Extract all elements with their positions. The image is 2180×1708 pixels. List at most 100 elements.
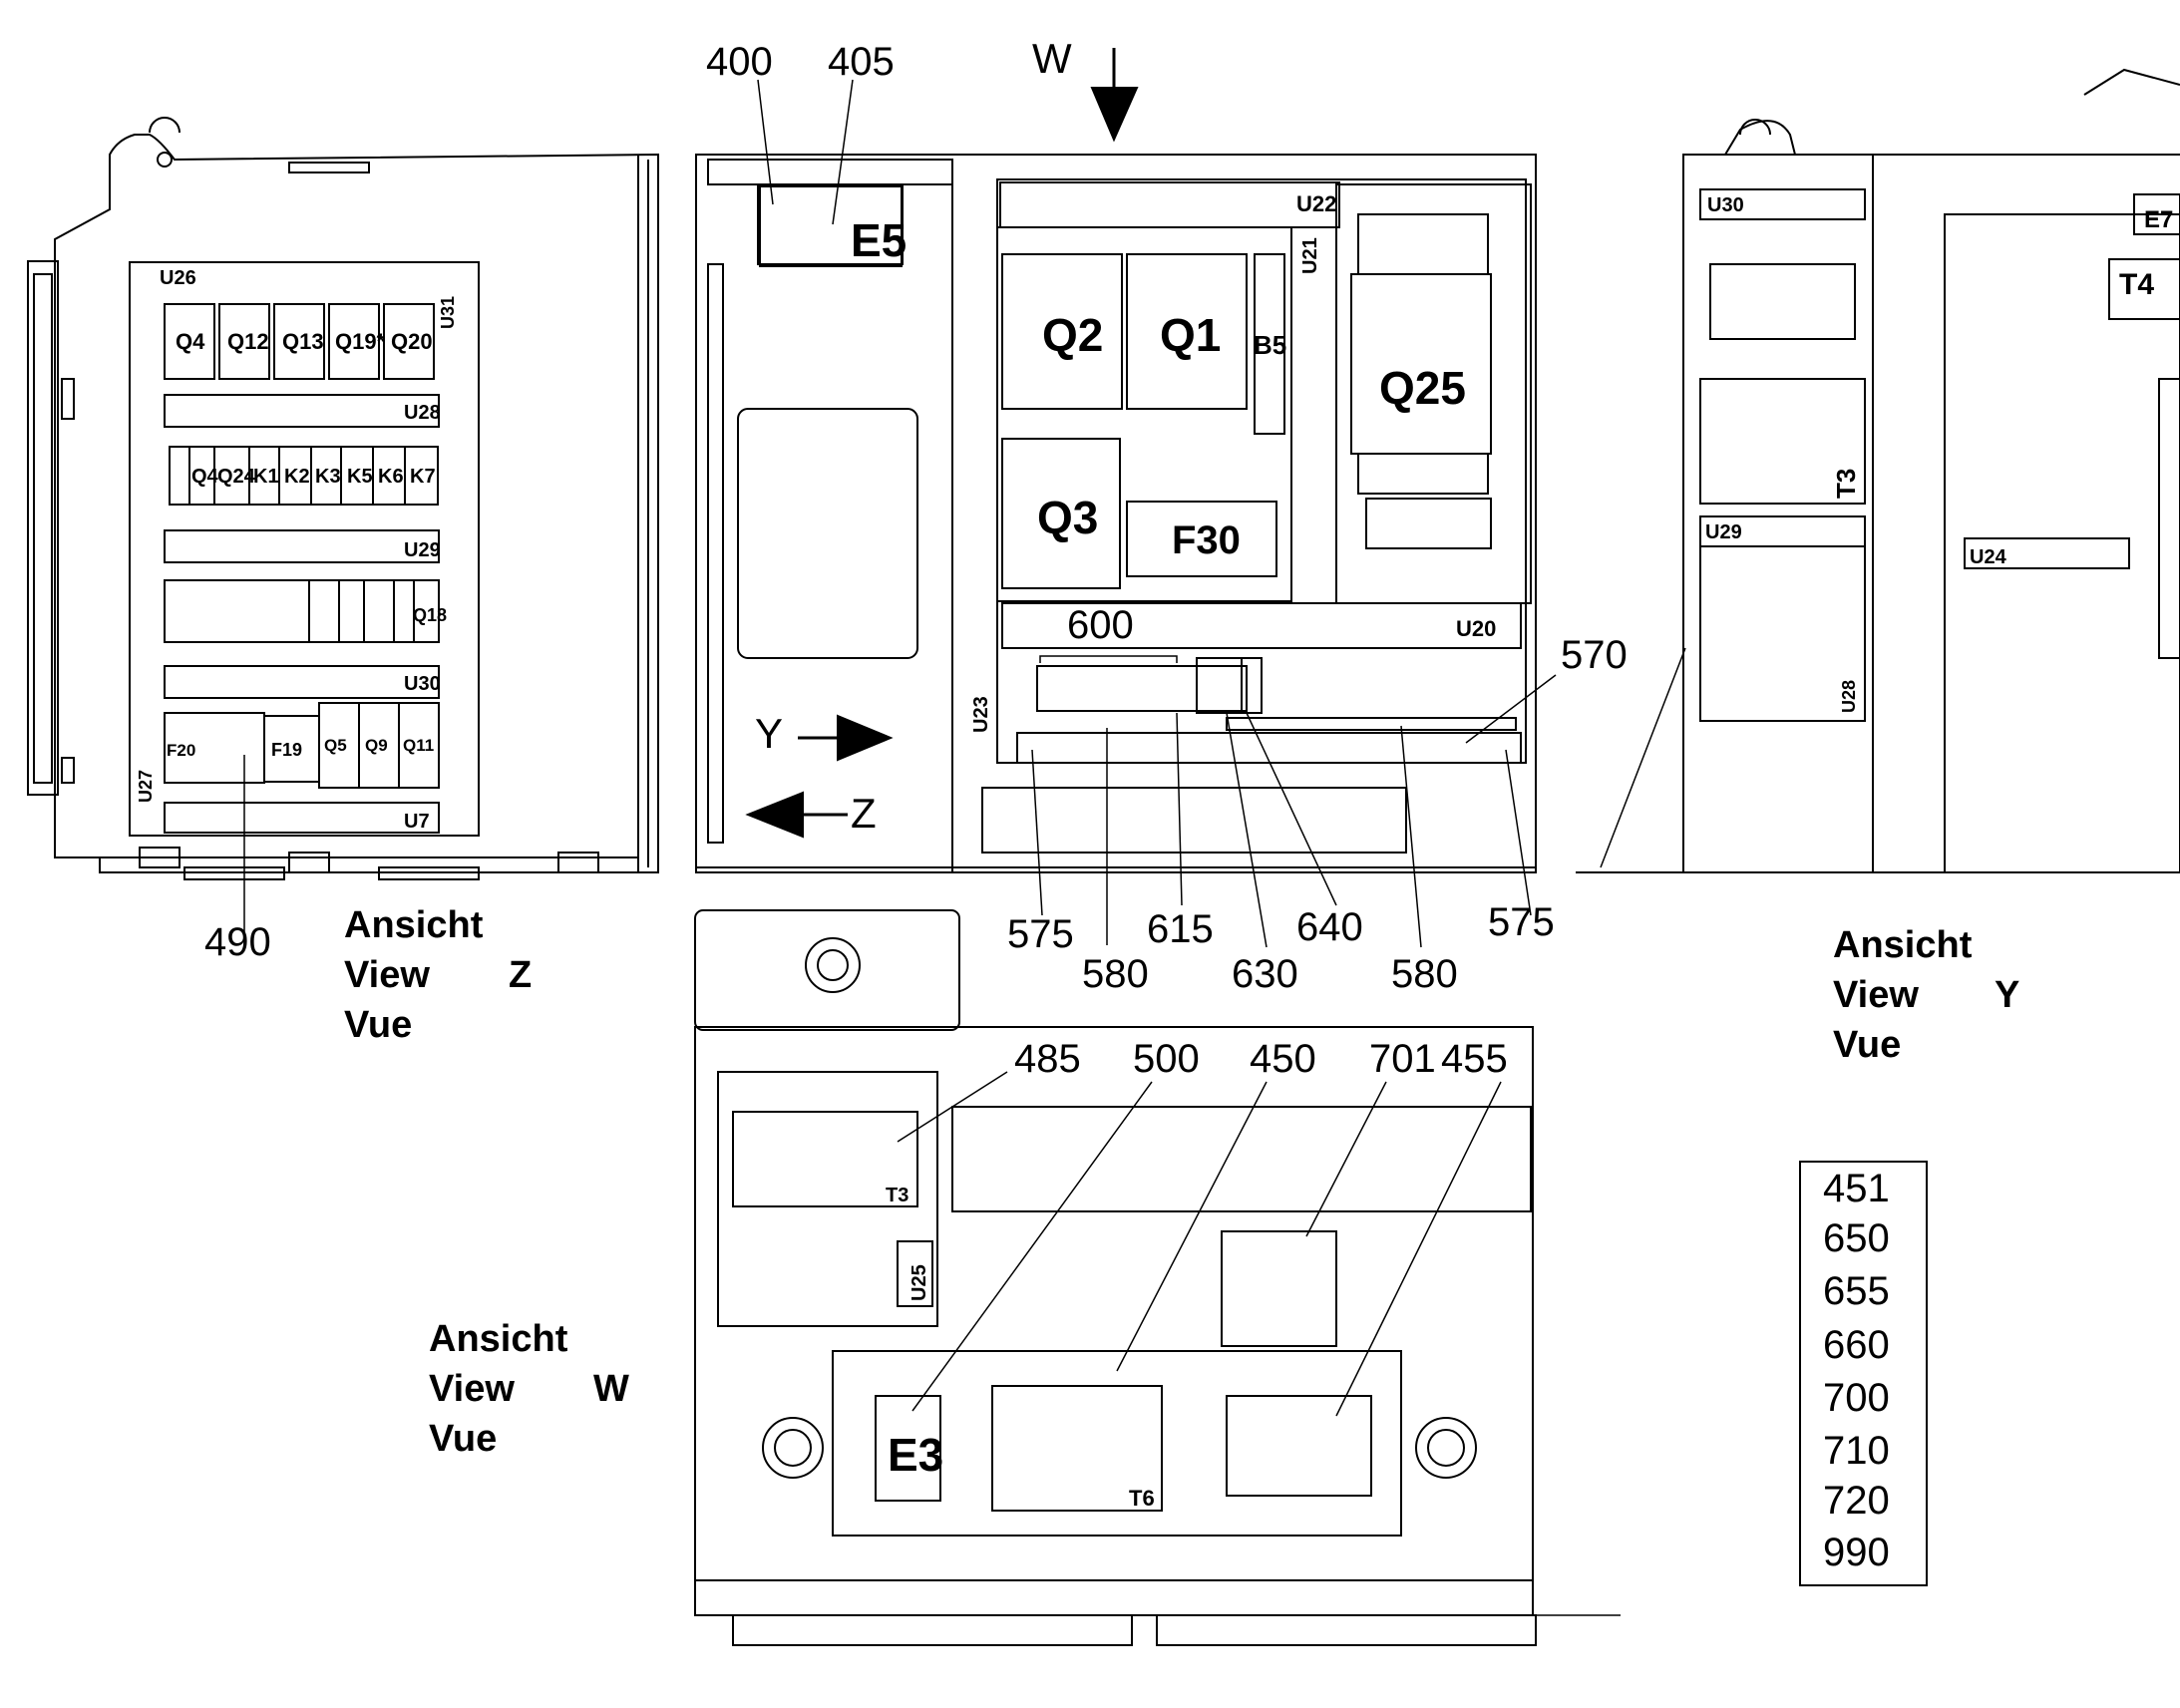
- label-y-t4: T4: [2119, 268, 2154, 301]
- label-k1: K1: [253, 466, 279, 488]
- label-q24: Q24: [217, 466, 256, 488]
- label-q25: Q25: [1379, 362, 1466, 414]
- view-w-letter: W: [593, 1368, 629, 1410]
- label-k5: K5: [347, 466, 373, 488]
- callout-485: 485: [1014, 1037, 1081, 1081]
- label-u23: U23: [970, 696, 992, 733]
- view-w-drawing: [694, 909, 1621, 1646]
- parts-list-item: 660: [1823, 1323, 1890, 1367]
- label-y-u29: U29: [1705, 521, 1742, 543]
- label-w-t6: T6: [1129, 1486, 1155, 1511]
- callout-600: 600: [1067, 603, 1134, 647]
- marker-z: Z: [851, 790, 877, 837]
- label-f19: F19: [271, 740, 302, 760]
- callout-500: 500: [1133, 1037, 1200, 1081]
- main-view-drawing: [695, 48, 1557, 948]
- view-label-w: Ansicht View W Vue: [429, 1318, 629, 1460]
- view-z-line2: View: [344, 954, 430, 996]
- label-w-t3: T3: [886, 1185, 908, 1206]
- label-e5: E5: [851, 214, 907, 266]
- parts-list-item: 655: [1823, 1269, 1890, 1313]
- parts-list-item: 650: [1823, 1216, 1890, 1260]
- marker-y: Y: [755, 710, 783, 757]
- label-u28: U28: [404, 402, 441, 424]
- callout-630: 630: [1232, 952, 1298, 996]
- view-w-components: T3 U25 E3 T6: [886, 1185, 1155, 1511]
- label-y-t3: T3: [1831, 469, 1861, 499]
- view-w-line1: Ansicht: [429, 1318, 568, 1360]
- label-q20: Q20: [391, 329, 433, 354]
- parts-list: 451 650 655 660 700 710 720 990: [1823, 1167, 1890, 1574]
- label-u7: U7: [404, 811, 430, 833]
- view-z-letter: Z: [509, 954, 532, 996]
- view-y-line1: Ansicht: [1833, 924, 1973, 966]
- direction-markers: W Y Z: [755, 35, 1072, 837]
- callout-580-left: 580: [1082, 952, 1149, 996]
- callout-575-right: 575: [1488, 900, 1555, 944]
- label-u26: U26: [160, 267, 196, 289]
- label-u21: U21: [1299, 237, 1321, 274]
- callout-580-right: 580: [1391, 952, 1458, 996]
- label-b5: B5: [1254, 330, 1286, 360]
- callout-450: 450: [1250, 1037, 1316, 1081]
- callout-455: 455: [1441, 1037, 1508, 1081]
- label-q12: Q12: [227, 329, 269, 354]
- callout-400: 400: [706, 40, 773, 84]
- label-u20: U20: [1456, 616, 1496, 641]
- label-k7: K7: [410, 466, 436, 488]
- callout-575-left: 575: [1007, 912, 1074, 956]
- marker-w: W: [1032, 35, 1072, 82]
- label-w-e3: E3: [888, 1429, 943, 1481]
- view-y-drawing: [1576, 68, 2180, 873]
- label-f20: F20: [167, 741, 195, 760]
- label-q3: Q3: [1037, 492, 1098, 543]
- label-y-u28: U28: [1839, 680, 1859, 713]
- label-u27: U27: [136, 770, 156, 803]
- label-q2: Q2: [1042, 309, 1103, 361]
- label-q13: Q13: [282, 329, 324, 354]
- view-z-components: U26 U31 U28 U29 U30 U27 U7 Q4 Q12 Q13 Q1…: [136, 267, 458, 833]
- label-q1: Q1: [1160, 309, 1221, 361]
- label-w-u25: U25: [908, 1264, 930, 1301]
- view-z-line3: Vue: [344, 1004, 412, 1046]
- label-k3: K3: [315, 466, 341, 488]
- callouts: 400 405 600 570 575 580 615 630 640 580 …: [204, 40, 1628, 1081]
- parts-list-item: 990: [1823, 1531, 1890, 1574]
- label-u31: U31: [438, 296, 458, 329]
- label-q11: Q11: [403, 736, 434, 755]
- label-u29: U29: [404, 539, 441, 561]
- view-label-y: Ansicht View Y Vue: [1833, 924, 2019, 1066]
- label-y-u30: U30: [1707, 194, 1744, 216]
- view-w-line3: Vue: [429, 1418, 497, 1460]
- view-label-z: Ansicht View Z Vue: [344, 904, 532, 1046]
- view-y-letter: Y: [1995, 974, 2019, 1016]
- label-y-e7: E7: [2144, 206, 2173, 233]
- parts-list-box: [1799, 1161, 1928, 1586]
- view-y-line3: Vue: [1833, 1024, 1901, 1066]
- view-z-drawing: [27, 117, 659, 935]
- label-q4-row2: Q4: [191, 466, 219, 488]
- callout-490: 490: [204, 920, 271, 964]
- callout-615: 615: [1147, 907, 1214, 951]
- parts-list-item: 720: [1823, 1479, 1890, 1523]
- label-q4: Q4: [176, 329, 205, 354]
- view-y-line2: View: [1833, 974, 1919, 1016]
- callout-701: 701: [1369, 1037, 1436, 1081]
- callout-405: 405: [828, 40, 895, 84]
- label-q5: Q5: [324, 736, 347, 755]
- parts-list-item: 710: [1823, 1429, 1890, 1473]
- label-f30: F30: [1172, 518, 1241, 562]
- label-k6: K6: [378, 466, 404, 488]
- view-y-components: U30 T3 U29 U28 U24 E7 T4: [1705, 194, 2173, 713]
- parts-list-item: 451: [1823, 1167, 1890, 1210]
- label-u30: U30: [404, 673, 441, 695]
- label-q19: Q19*: [335, 329, 386, 354]
- parts-list-item: 700: [1823, 1376, 1890, 1420]
- main-view-components: E5 U22 U21 Q2 Q1 B5 Q25 Q3 F30 U20 U23: [851, 191, 1496, 733]
- label-y-u24: U24: [1970, 546, 2007, 568]
- label-q9: Q9: [365, 736, 388, 755]
- callout-570: 570: [1561, 633, 1628, 677]
- label-k2: K2: [284, 466, 310, 488]
